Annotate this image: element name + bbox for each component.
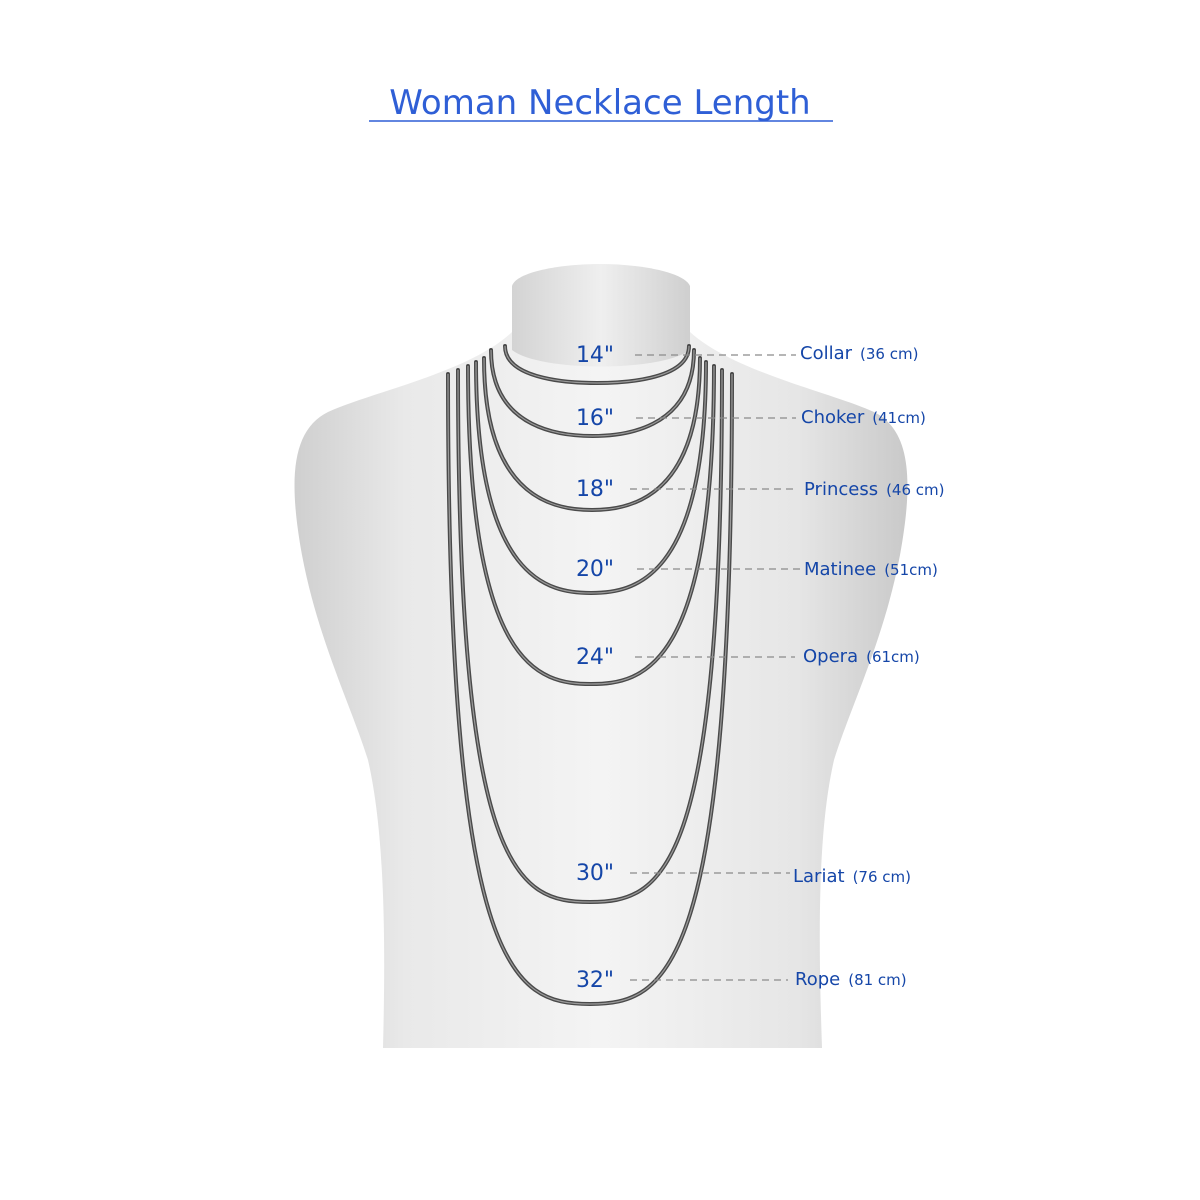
length-label-lariat: 30" bbox=[576, 861, 614, 886]
title-text: Woman Necklace Length bbox=[389, 83, 810, 123]
necklace-chain-highlight-opera bbox=[467, 365, 715, 685]
necklace-chain-highlight-choker bbox=[490, 349, 695, 437]
cm-label-matinee: (51cm) bbox=[884, 561, 938, 579]
necklace-chain-highlight-collar bbox=[504, 345, 690, 384]
cm-label-rope: (81 cm) bbox=[848, 971, 906, 989]
type-label-rope: Rope bbox=[795, 969, 840, 990]
cm-label-collar: (36 cm) bbox=[860, 345, 918, 363]
type-label-matinee: Matinee bbox=[804, 559, 876, 580]
type-label-lariat: Lariat bbox=[793, 866, 845, 887]
cm-label-opera: (61cm) bbox=[866, 648, 920, 666]
necklace-chain-highlight-matinee bbox=[475, 361, 707, 594]
mannequin-torso bbox=[294, 332, 908, 1048]
cm-label-princess: (46 cm) bbox=[886, 481, 944, 499]
length-label-princess: 18" bbox=[576, 477, 614, 502]
length-label-rope: 32" bbox=[576, 968, 614, 993]
cm-label-lariat: (76 cm) bbox=[853, 868, 911, 886]
necklace-chains bbox=[446, 344, 734, 1007]
type-label-choker: Choker bbox=[801, 407, 865, 428]
length-label-opera: 24" bbox=[576, 645, 614, 670]
type-label-opera: Opera bbox=[803, 646, 858, 667]
mannequin-neck bbox=[512, 264, 690, 367]
type-label-collar: Collar bbox=[800, 343, 853, 364]
length-label-choker: 16" bbox=[576, 406, 614, 431]
type-label-princess: Princess bbox=[804, 479, 878, 500]
necklace-chain-highlight-princess bbox=[483, 357, 701, 511]
necklace-labels: 14" Collar (36 cm) 16" Choker (41cm) 18" Prince… bbox=[576, 343, 945, 993]
length-label-matinee: 20" bbox=[576, 557, 614, 582]
cm-label-choker: (41cm) bbox=[872, 409, 926, 427]
length-label-collar: 14" bbox=[576, 343, 614, 368]
necklace-chain-highlight-lariat bbox=[457, 369, 723, 903]
page-title: Woman Necklace Length bbox=[369, 83, 833, 123]
necklace-chain-highlight-rope bbox=[447, 373, 733, 1005]
